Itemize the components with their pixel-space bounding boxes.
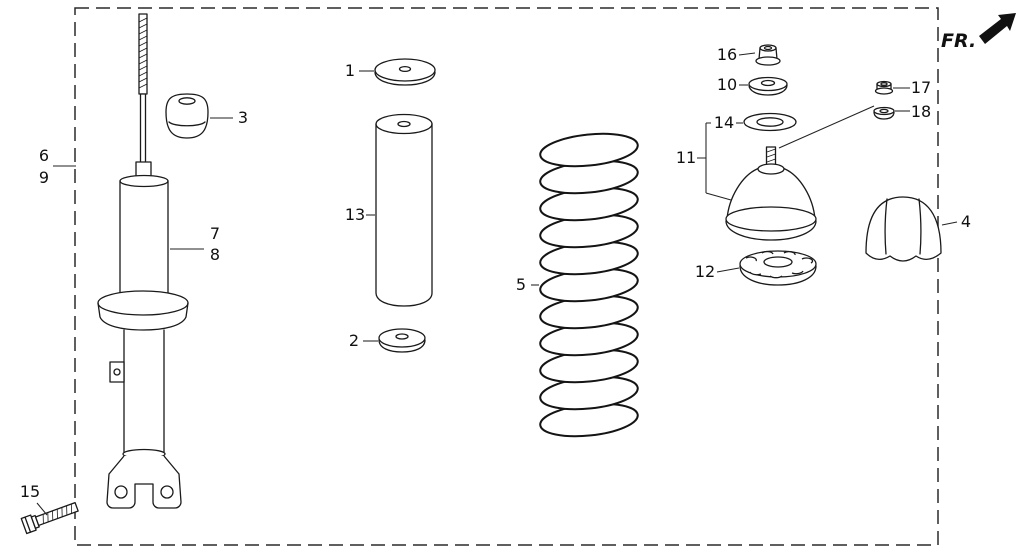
washer10-thickness [748,84,788,96]
callout-2: 2 [349,331,359,350]
callout-labels: 1 2 3 4 5 6 7 8 9 10 11 12 13 14 15 16 1… [20,45,971,501]
lower-spring-seat [97,290,189,316]
mount-base [725,206,817,232]
hose-bracket-tab [109,361,125,383]
assembly-line-mount-to-nut [778,105,875,149]
leader-12 [716,267,740,273]
fr-direction-indicator: FR. [941,13,1016,52]
callout-7: 7 [210,224,220,243]
callout-17: 17 [911,78,931,97]
leader-4 [941,221,958,226]
callout-8: 8 [210,245,220,264]
bolt-drawing [20,501,79,535]
nut17-hole [880,82,888,86]
nut17-base [874,87,894,95]
nut16-hole [763,45,773,51]
washer-18-drawing [873,106,895,120]
cap-contours [884,198,922,255]
callout-14: 14 [714,113,734,132]
callout-11: 11 [676,148,696,167]
washer1-hole [398,65,412,73]
nut16-flange [755,56,781,66]
washer2-thickness [378,339,426,353]
mount-cap-drawing [865,196,942,262]
body-top-edge [119,174,169,188]
callout-1: 1 [345,61,355,80]
washer1-thickness [374,71,436,86]
cap-body [865,196,942,262]
washer14-hole [756,117,784,127]
bump-stop-groove [168,121,206,127]
washer-lower-drawing [378,328,426,353]
bump-stop-drawing [165,93,209,139]
callout-9: 9 [39,168,49,187]
shock-rod [139,93,147,165]
callout-18: 18 [911,102,931,121]
callout-5: 5 [516,275,526,294]
fork-hole-left [114,485,128,499]
washer18-thickness [873,111,895,120]
callout-12: 12 [695,262,715,281]
bolt-shaft [34,501,79,527]
washer10-hole [760,79,776,87]
seat12-thickness [739,265,817,286]
callout-4: 4 [961,212,971,231]
washer-14-drawing [743,112,797,132]
seat12-hole [763,256,793,268]
body-upper-sides [119,180,169,299]
callout-15: 15 [20,482,40,501]
hose-bracket-hole [113,368,121,376]
fr-arrow-icon [979,13,1016,44]
spring-seat-rim [97,302,189,331]
seat12-castellations-bottom [749,270,804,279]
mount-stud-thread [766,148,776,163]
fork-bracket [106,455,182,509]
callout-3: 3 [238,108,248,127]
mount-base-thickness [725,220,817,241]
bolt-head-facet [24,516,32,533]
fork-hole-right [160,485,174,499]
nut16-sides [758,47,778,60]
bolt-thread-hatching [42,503,72,524]
callout-10: 10 [717,75,737,94]
nut-17-drawing [874,80,894,95]
coil-spring-drawing [539,132,639,438]
washer18-hole [879,108,889,114]
collar-drawing [375,113,433,307]
bump-stop-body [165,93,209,139]
callout-13: 13 [345,205,365,224]
spring-seat-drawing [739,250,817,286]
leader-15 [36,502,48,516]
leader-11-bracket [697,122,732,201]
callout-16: 16 [717,45,737,64]
body-lower-sides [123,329,165,453]
callout-6: 6 [39,146,49,165]
collar-body [375,123,433,307]
shock-absorber-drawing [97,13,189,509]
leader-lines [36,52,958,516]
washer2-hole [395,333,409,340]
thread-hatching [138,17,148,89]
washer-upper-drawing [374,58,436,86]
self-lock-nut-drawing [755,44,781,66]
fr-label-text: FR. [941,30,976,52]
washer-10-drawing [748,76,788,96]
bump-stop-hole [178,97,196,105]
collar-hole [397,120,411,128]
leader-16 [738,52,756,56]
shock-mount-drawing [725,146,817,241]
mount-top-ring [757,163,785,175]
diagram-dashed-border [74,7,939,546]
seat12-castellations-top [745,250,814,264]
